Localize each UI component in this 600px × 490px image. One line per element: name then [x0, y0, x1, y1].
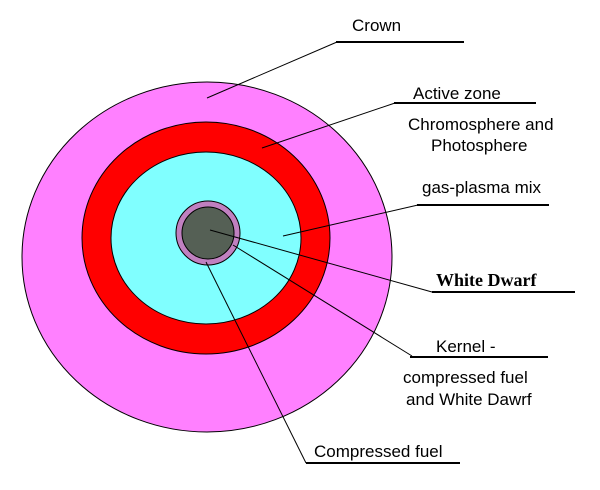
kernel-white-dwarf-label: and White Dawrf [406, 390, 532, 409]
white-dwarf-core [181, 206, 235, 260]
crown-leader [206, 41, 338, 99]
kernel-compressed-fuel-label: compressed fuel [403, 368, 528, 387]
white-dwarf-leader [209, 229, 433, 293]
photosphere-label: Photosphere [431, 136, 527, 155]
crown-label: Crown [352, 16, 401, 35]
compressed-fuel-leader [205, 261, 307, 464]
kernel-leader [232, 244, 413, 357]
white-dwarf-label: White Dwarf [436, 270, 537, 290]
label-underlines [306, 41, 575, 464]
compressed-fuel-label: Compressed fuel [314, 442, 443, 461]
leader-lines [205, 41, 433, 464]
chromosphere-label: Chromosphere and [408, 115, 554, 134]
gas-plasma-label: gas-plasma mix [422, 178, 542, 197]
active-zone-label: Active zone [413, 84, 501, 103]
active-zone-leader [261, 102, 396, 149]
gas-plasma-leader [282, 204, 419, 237]
kernel-label: Kernel - [436, 337, 496, 356]
